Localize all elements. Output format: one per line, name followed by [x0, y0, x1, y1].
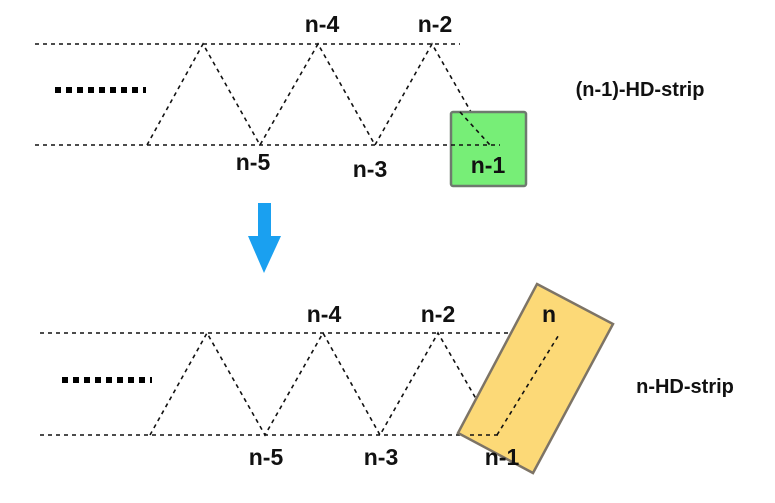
green-box-border: [449, 110, 528, 188]
orange-box-diagonal: [496, 332, 561, 436]
top-label-n-3: n-3: [353, 156, 388, 182]
down-arrow-icon: [248, 203, 281, 273]
bottom-label-n-4: n-4: [307, 301, 342, 327]
top-label-n-1: n-1: [471, 152, 506, 178]
arrow-head: [248, 236, 281, 273]
arrow-shaft: [258, 203, 271, 237]
bottom-label-n-3: n-3: [364, 444, 399, 470]
orange-box: [458, 284, 613, 473]
top-strip-caption: (n-1)-HD-strip: [576, 79, 705, 101]
top-label-n-4: n-4: [305, 11, 340, 37]
top-label-n-5: n-5: [236, 149, 271, 175]
bottom-label-n-1: n-1: [485, 444, 520, 470]
bottom-strip: n-4 n-2 n n-5 n-3 n-1 n-HD-strip: [40, 282, 734, 475]
green-box: [451, 112, 526, 186]
bottom-label-n-5: n-5: [249, 444, 284, 470]
top-strip: n-4 n-2 n-5 n-3 n-1 (n-1)-HD-strip: [35, 11, 705, 188]
bottom-label-n: n: [542, 301, 556, 327]
bottom-strip-caption: n-HD-strip: [636, 376, 734, 398]
bottom-label-n-2: n-2: [421, 301, 456, 327]
top-strip-zigzag: [146, 42, 491, 147]
top-label-n-2: n-2: [418, 11, 453, 37]
orange-box-border: [456, 282, 615, 475]
bottom-strip-zigzag: [149, 331, 498, 437]
